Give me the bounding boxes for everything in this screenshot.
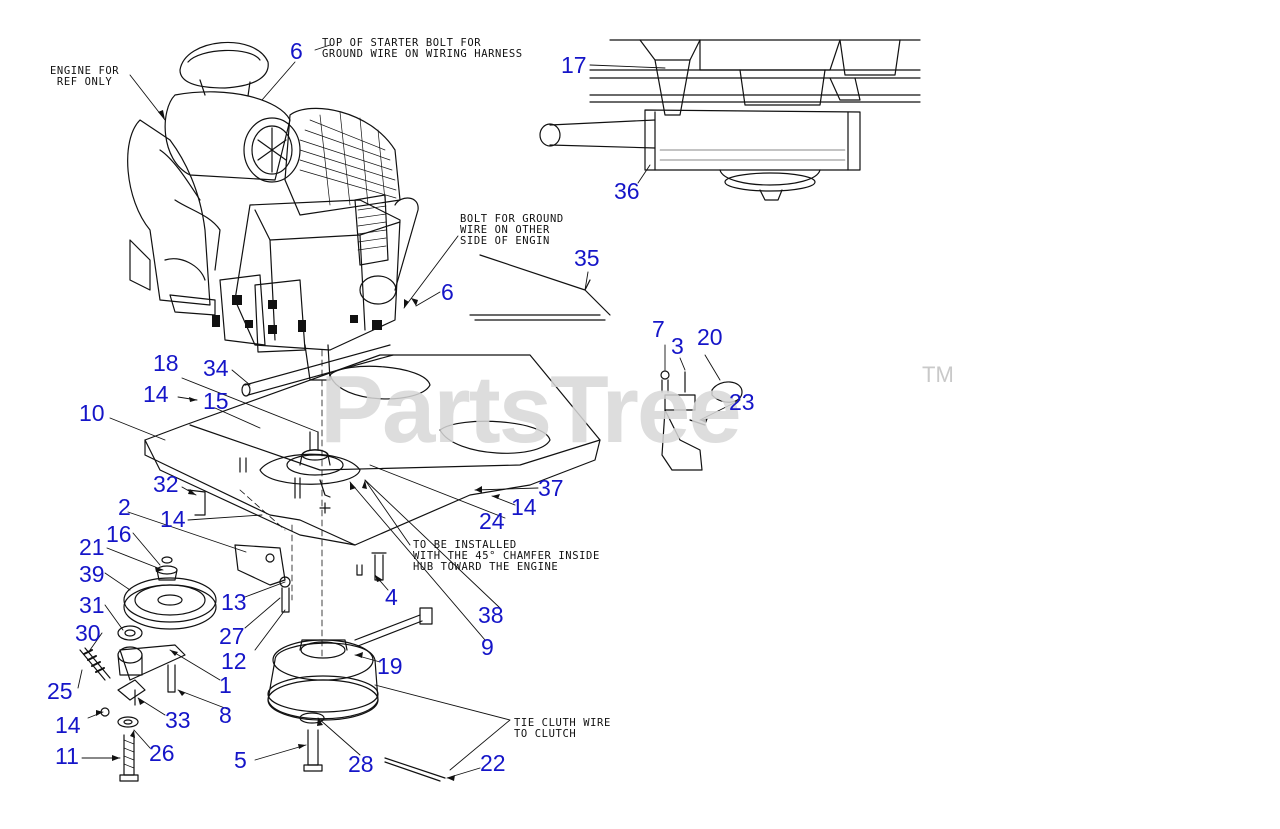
watermark-logo: PartsTree [320, 356, 742, 463]
callout-5[interactable]: 5 [234, 747, 247, 773]
callout-10[interactable]: 10 [79, 400, 105, 426]
note-starter-bolt: TOP OF STARTER BOLT FOR GROUND WIRE ON W… [322, 37, 523, 61]
callout-14-upper[interactable]: 14 [143, 381, 169, 407]
callout-14-right[interactable]: 14 [511, 494, 537, 520]
callout-19[interactable]: 19 [377, 653, 403, 679]
callout-32[interactable]: 32 [153, 471, 179, 497]
engine-drawing [127, 41, 419, 381]
callout-20[interactable]: 20 [697, 324, 723, 350]
callout-7[interactable]: 7 [652, 316, 665, 342]
watermark-trademark: TM [922, 362, 954, 387]
callout-35[interactable]: 35 [574, 245, 600, 271]
callout-3[interactable]: 3 [671, 333, 684, 359]
leader-lines [77, 44, 741, 779]
callout-24[interactable]: 24 [479, 508, 505, 534]
muffler-inset-drawing [539, 39, 921, 201]
mounting-plate-drawing [144, 344, 601, 546]
callout-25[interactable]: 25 [47, 678, 73, 704]
callout-8[interactable]: 8 [219, 702, 232, 728]
callout-33[interactable]: 33 [165, 707, 191, 733]
callout-11[interactable]: 11 [55, 743, 79, 769]
callout-39[interactable]: 39 [79, 561, 105, 587]
clutch-drawing [267, 607, 446, 782]
callout-9[interactable]: 9 [481, 634, 494, 660]
callout-23[interactable]: 23 [729, 389, 755, 415]
note-install: TO BE INSTALLED WITH THE 45° CHAMFER INS… [413, 539, 600, 574]
callout-17[interactable]: 17 [561, 52, 587, 78]
callout-28[interactable]: 28 [348, 751, 374, 777]
note-ground-bolt: BOLT FOR GROUND WIRE ON OTHER SIDE OF EN… [460, 213, 564, 248]
callout-1[interactable]: 1 [219, 672, 232, 698]
callout-6-air-cleaner[interactable]: 6 [290, 38, 303, 64]
note-engine-ref: ENGINE FOR REF ONLY [50, 65, 120, 89]
callout-21[interactable]: 21 [79, 534, 105, 560]
callout-13[interactable]: 13 [221, 589, 247, 615]
callout-38[interactable]: 38 [478, 602, 504, 628]
callout-37[interactable]: 37 [538, 475, 564, 501]
callout-22[interactable]: 22 [480, 750, 506, 776]
note-tie-wire: TIE CLUTH WIRE TO CLUTCH [514, 717, 611, 741]
callout-2[interactable]: 2 [118, 494, 131, 520]
callout-14-plate[interactable]: 14 [160, 506, 186, 532]
callout-14-lower[interactable]: 14 [55, 712, 81, 738]
callout-34[interactable]: 34 [203, 355, 229, 381]
callout-4[interactable]: 4 [385, 584, 398, 610]
callout-30[interactable]: 30 [75, 620, 101, 646]
callout-12[interactable]: 12 [221, 648, 247, 674]
callout-26[interactable]: 26 [149, 740, 175, 766]
callout-31[interactable]: 31 [79, 592, 105, 618]
callout-27[interactable]: 27 [219, 623, 245, 649]
callout-15[interactable]: 15 [203, 388, 229, 414]
callout-16[interactable]: 16 [106, 521, 132, 547]
callout-36[interactable]: 36 [614, 178, 640, 204]
callout-18[interactable]: 18 [153, 350, 179, 376]
callout-6-ground-bolt[interactable]: 6 [441, 279, 454, 305]
idler-assembly-drawing [79, 489, 387, 782]
